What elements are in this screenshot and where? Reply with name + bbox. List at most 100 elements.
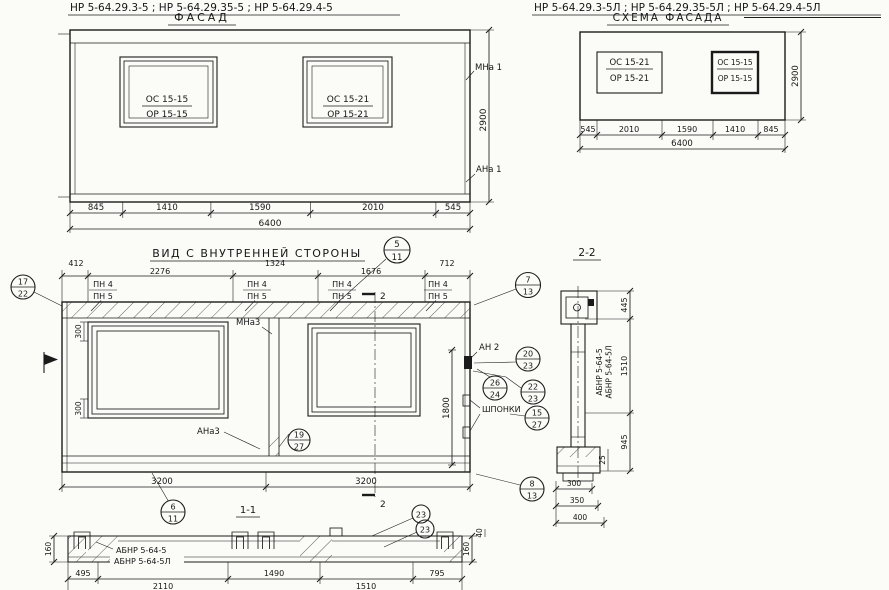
dim-2010: 2010 xyxy=(619,125,639,134)
callout-bottom: 13 xyxy=(523,288,533,297)
anchor-element xyxy=(464,356,472,369)
callout-7-13: 7 13 xyxy=(473,271,542,306)
callout-top: 17 xyxy=(18,278,28,287)
window-mark-bottom: ОР 15-15 xyxy=(718,74,753,83)
key-lower xyxy=(462,426,471,439)
drawing-index-left: НР 5-64.29.3-5 ; НР 5-64.29.35-5 ; НР 5-… xyxy=(70,2,333,14)
window-mark-top: ОС 15-15 xyxy=(717,58,753,67)
inner-top-dim-chain: 412 2276 1324 1676 712 xyxy=(58,259,474,302)
window-mark-top: ОС 15-15 xyxy=(146,95,188,105)
connector-tab xyxy=(329,527,343,537)
section2-bottom-assembly xyxy=(556,446,601,482)
dim-795: 795 xyxy=(429,569,444,578)
section-1-cut-flag xyxy=(43,352,58,373)
section-1-1: АБНР 5-64-5 АБНР 5-64-5Л 160 160 40 xyxy=(44,527,486,590)
facade-panel-outline xyxy=(69,29,471,203)
dim-2010: 2010 xyxy=(362,203,384,213)
callout-top: 20 xyxy=(523,350,533,359)
callout-17-22: 17 22 xyxy=(10,274,63,307)
dim-2900: 2900 xyxy=(479,108,489,131)
dim-350: 350 xyxy=(570,496,585,505)
callout-bottom: 27 xyxy=(294,443,304,452)
callout-bottom: 22 xyxy=(18,290,28,299)
facade-dim-height: 2900 xyxy=(470,26,494,206)
abnr-mark-2: АБНР 5-64-5Л xyxy=(114,557,171,566)
section1-body xyxy=(67,527,463,563)
section2-height-dims: 445 1510 945 25 xyxy=(585,287,634,475)
pn4-label: ПН 4 xyxy=(247,280,267,289)
dim-1490: 1490 xyxy=(264,569,284,578)
dim-40: 40 xyxy=(475,528,484,538)
facade-title: ФАСАД xyxy=(174,11,230,24)
pn4-label: ПН 4 xyxy=(332,280,352,289)
callout-26-24: 26 24 xyxy=(476,368,508,401)
callout-6-11: 6 11 xyxy=(151,472,186,525)
an2-label: АН 2 xyxy=(479,343,499,353)
dim-1510: 1510 xyxy=(620,356,629,376)
dim-25: 25 xyxy=(598,455,607,465)
section1-side-dims: 160 160 40 xyxy=(44,528,486,566)
dim-845: 845 xyxy=(763,125,778,134)
callout-bottom: 27 xyxy=(532,421,542,430)
callout-15-27: 15 27 xyxy=(509,405,550,431)
mna3-label: МНа3 xyxy=(236,318,260,328)
callout-5-11: 5 11 xyxy=(336,236,411,304)
callout-23-upper: 23 xyxy=(371,504,431,537)
window-mark-bottom: ОР 15-21 xyxy=(327,110,369,120)
section2-title: 2-2 xyxy=(578,247,595,259)
inner-bottom-dim-chain: 3200 3200 xyxy=(58,472,474,492)
dim-total-6400: 6400 xyxy=(671,139,693,149)
abnr-mark-1: АБНР 5-64-5 xyxy=(116,546,166,555)
left-300-dims: 300 300 xyxy=(74,321,88,419)
facade-window-left: ОС 15-15 ОР 15-15 xyxy=(119,56,218,128)
dim-2900: 2900 xyxy=(791,65,801,87)
top-band-hatch xyxy=(62,302,470,318)
callout-20-23: 20 23 xyxy=(473,346,541,372)
inner-view-title: ВИД С ВНУТРЕННЕЙ СТОРОНЫ xyxy=(152,247,361,260)
dim-1800: 1800 xyxy=(442,397,452,419)
dim-160-right: 160 xyxy=(462,542,471,557)
window-mark-bottom: ОР 15-15 xyxy=(146,110,188,120)
inner-window-right xyxy=(307,323,421,417)
dim-412: 412 xyxy=(68,259,83,268)
window-mark-bottom: ОР 15-21 xyxy=(610,74,649,84)
section1-title: 1-1 xyxy=(240,505,256,516)
dim-1676: 1676 xyxy=(361,267,381,276)
abnr-mark-2: АБНР 5-64-5Л xyxy=(605,346,614,399)
callout-bottom: 23 xyxy=(528,395,538,404)
section2-marks: АБНР 5-64-5 АБНР 5-64-5Л xyxy=(595,346,614,399)
section2-mark-top: 2 xyxy=(380,292,386,302)
facade-dim-chain: 845 1410 1590 2010 545 6400 xyxy=(66,202,474,233)
callout-number: 23 xyxy=(420,526,430,535)
scheme-dim-height: 2900 xyxy=(785,28,806,124)
dim-3200-left: 3200 xyxy=(151,477,173,487)
dim-545: 545 xyxy=(580,125,595,134)
callout-top: 19 xyxy=(294,431,304,440)
dim-495: 495 xyxy=(75,569,90,578)
pn5-label: ПН 5 xyxy=(93,292,113,301)
pn5-label: ПН 5 xyxy=(332,292,352,301)
dim-300-upper: 300 xyxy=(74,324,83,339)
callout-22-23: 22 23 xyxy=(472,370,546,405)
window-mark-top: ОС 15-21 xyxy=(609,58,649,68)
dim-300: 300 xyxy=(567,479,582,488)
callout-8-13: 8 13 xyxy=(475,473,545,502)
callout-top: 26 xyxy=(490,379,500,388)
dim-1410: 1410 xyxy=(156,203,178,213)
dim-1510: 1510 xyxy=(356,582,376,590)
scheme-window-right: ОС 15-15 ОР 15-15 xyxy=(710,50,760,95)
dim-total-6400: 6400 xyxy=(259,219,282,229)
callout-19-27: 19 27 xyxy=(278,428,311,452)
key-upper xyxy=(462,394,471,407)
dim-945: 945 xyxy=(620,434,629,449)
callout-number: 23 xyxy=(416,511,426,520)
dim-2276: 2276 xyxy=(150,267,170,276)
mna1-label: МНа 1 xyxy=(475,63,502,73)
pn4-label: ПН 4 xyxy=(428,280,448,289)
ana3-label: АНа3 xyxy=(197,427,220,437)
inner-window-left xyxy=(87,321,229,419)
dim-712: 712 xyxy=(439,259,454,268)
